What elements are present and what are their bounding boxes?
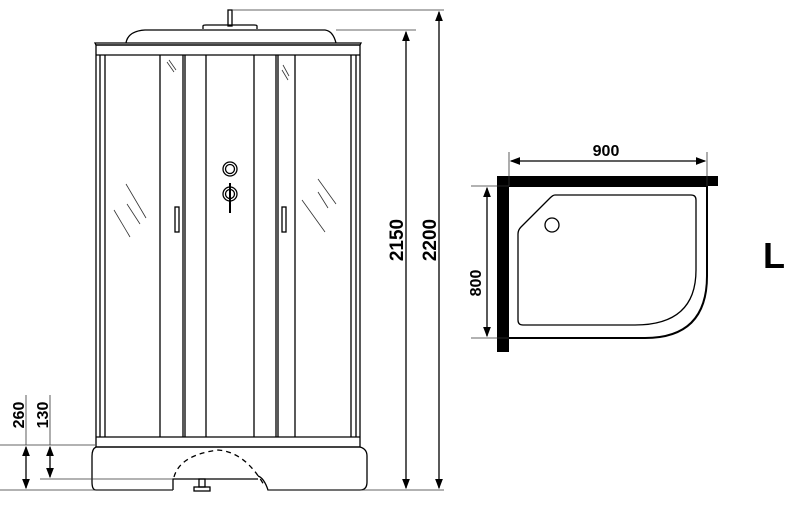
- side-wall: [497, 176, 509, 352]
- tray-outline: [509, 185, 708, 339]
- cabin-frame: [95, 44, 361, 448]
- right-door-handle: [281, 206, 287, 233]
- shower-tray: [91, 446, 368, 492]
- plan-view: 900 800 L: [468, 143, 785, 352]
- dim-cabin-height: 2150: [387, 219, 408, 261]
- drain-icon: [544, 217, 560, 233]
- roof: [93, 9, 363, 46]
- adjustable-leg: [198, 478, 206, 488]
- dim-width: 900: [593, 143, 620, 160]
- left-door-handle: [174, 206, 180, 233]
- orientation-label: L: [763, 235, 785, 276]
- back-wall: [497, 176, 718, 186]
- mixer-controls: [222, 161, 238, 213]
- dim-total-height: 2200: [420, 219, 441, 261]
- dim-tray-height: 260: [11, 402, 28, 429]
- front-view: [91, 9, 368, 492]
- glass-reflections: [113, 59, 337, 238]
- dim-tray-floor-height: 130: [35, 402, 52, 429]
- front-dimensions: 2200 2150 260 130: [0, 9, 444, 491]
- dim-depth: 800: [468, 270, 485, 297]
- tray-inner: [517, 194, 697, 326]
